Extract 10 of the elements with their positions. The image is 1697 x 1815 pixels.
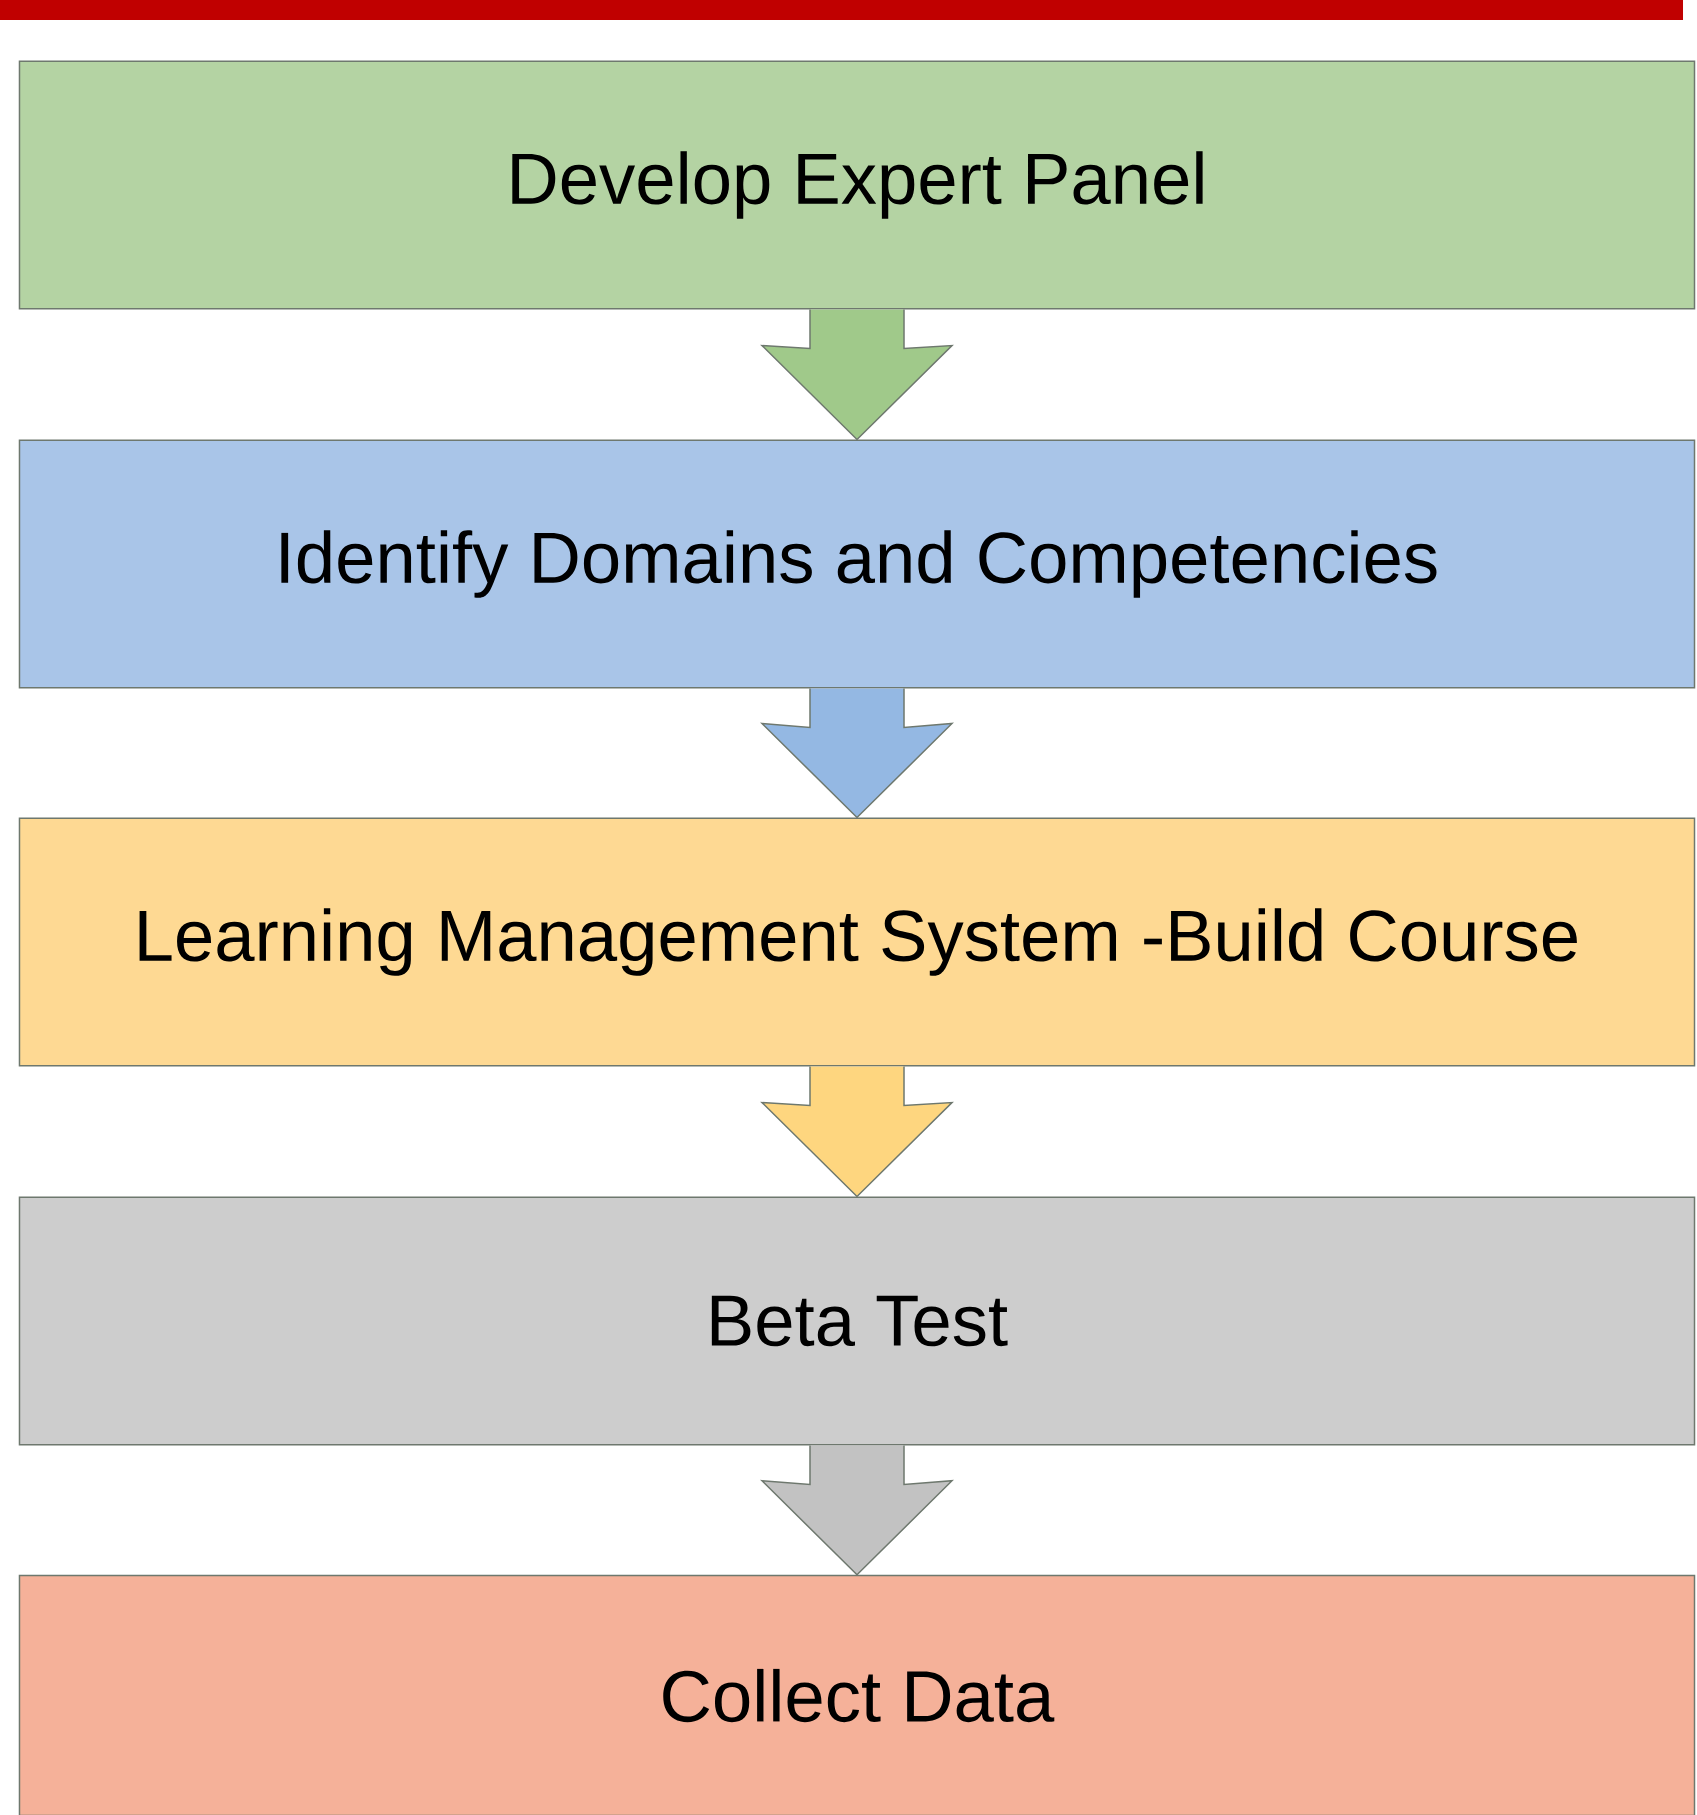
block-arrow <box>760 1065 954 1198</box>
block-arrow <box>760 1444 954 1576</box>
process-box: Learning Management System -Build Course <box>18 817 1696 1067</box>
process-box: Collect Data <box>18 1574 1696 1815</box>
process-box: Develop Expert Panel <box>18 60 1696 310</box>
block-arrow <box>760 308 954 441</box>
header-bar <box>0 0 1684 20</box>
process-box: Identify Domains and Competencies <box>18 439 1696 689</box>
process-box: Beta Test <box>18 1196 1696 1446</box>
block-arrow <box>760 687 954 819</box>
